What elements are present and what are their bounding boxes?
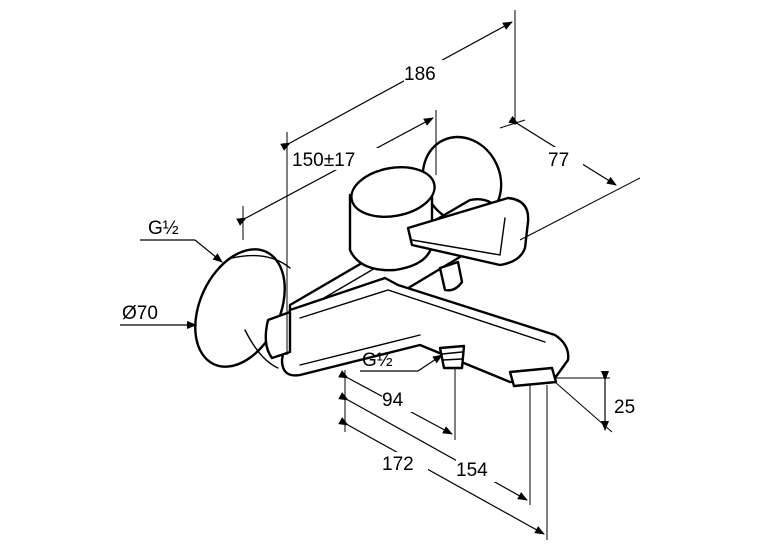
dim-line-186 bbox=[280, 21, 513, 151]
label-94: 94 bbox=[382, 390, 404, 411]
label-25: 25 bbox=[614, 397, 635, 418]
spout-outlet bbox=[508, 366, 558, 388]
label-g12-bottom: G½ bbox=[362, 350, 393, 371]
bottom-thread bbox=[438, 344, 466, 370]
label-154: 154 bbox=[456, 460, 488, 481]
label-186: 186 bbox=[404, 64, 436, 85]
diverter-knob bbox=[438, 260, 464, 292]
label-150-17: 150±17 bbox=[292, 150, 355, 171]
label-172: 172 bbox=[382, 454, 414, 475]
lever-handle bbox=[406, 196, 530, 267]
dim-line-172 bbox=[338, 392, 528, 501]
label-d70: Ø70 bbox=[122, 303, 158, 324]
label-77: 77 bbox=[548, 150, 569, 171]
front-nut bbox=[264, 310, 292, 360]
dimension-labels: 186 150±17 77 G½ Ø70 G½ 94 172 154 25 bbox=[122, 60, 635, 482]
dim-line-154 bbox=[338, 417, 545, 535]
label-g12-top: G½ bbox=[148, 218, 179, 239]
